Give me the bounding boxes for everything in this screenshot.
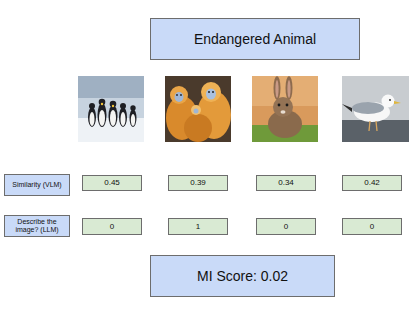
score-cell: 0.39 <box>168 175 228 191</box>
row-label: Describe the image? (LLM) <box>4 215 70 237</box>
score-cell: 0 <box>82 218 142 235</box>
box-text: 0.39 <box>190 178 206 187</box>
box-text: 0 <box>110 222 114 231</box>
score-cell: 0.42 <box>342 175 402 191</box>
result-box: MI Score: 0.02 <box>150 255 335 297</box>
box-text: 0 <box>370 222 374 231</box>
box-text: Endangered Animal <box>194 31 316 47</box>
score-cell: 1 <box>168 218 228 235</box>
box-text: Describe the image? (LLM) <box>8 218 66 234</box>
box-text: 0.45 <box>104 178 120 187</box>
row-label: Similarity (VLM) <box>4 174 70 196</box>
box-text: 0 <box>284 222 288 231</box>
gull-photo <box>342 76 409 142</box>
score-cell: 0.45 <box>82 175 142 191</box>
box-text: Similarity (VLM) <box>12 181 61 189</box>
box-text: 0.42 <box>364 178 380 187</box>
title-box: Endangered Animal <box>150 18 360 60</box>
box-text: MI Score: 0.02 <box>197 268 288 284</box>
rabbit-photo <box>252 76 318 142</box>
monkey-photo <box>165 76 231 142</box>
penguin-photo <box>78 76 144 142</box>
score-cell: 0 <box>256 218 316 235</box>
score-cell: 0.34 <box>256 175 316 191</box>
score-cell: 0 <box>342 218 402 235</box>
box-text: 0.34 <box>278 178 294 187</box>
box-text: 1 <box>196 222 200 231</box>
